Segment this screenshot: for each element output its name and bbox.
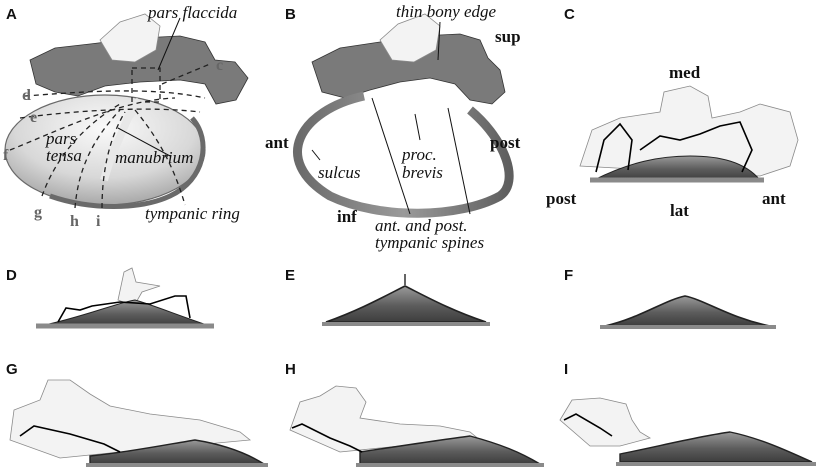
outline-c — [595, 121, 753, 173]
panel-label-e: E — [285, 267, 295, 284]
leader-sulcus — [311, 149, 321, 161]
section-line-tympanic — [134, 109, 186, 206]
tympanic-ring-b — [293, 91, 514, 218]
label-g: g — [34, 204, 42, 221]
label-inf: inf — [337, 207, 357, 226]
label-pars: pars — [45, 129, 77, 148]
panel-label-i: I — [564, 361, 568, 378]
panel-g: G — [6, 361, 268, 467]
label-c: c — [216, 57, 223, 74]
panel-label-h: H — [285, 361, 296, 378]
ossicle-light-a — [99, 13, 161, 63]
panel-label-d: D — [6, 267, 17, 284]
panel-f: F — [564, 267, 776, 329]
label-post-c: post — [546, 189, 577, 208]
tympanic-ring-a — [49, 116, 206, 209]
label-f: f — [3, 147, 9, 164]
ossicle-light-b — [379, 13, 441, 63]
ossicle-d — [117, 267, 161, 307]
panel-label-a: A — [6, 6, 17, 23]
label-h: h — [70, 213, 79, 230]
panel-a: A pars flaccida c d e f g h i pars tensa — [3, 3, 249, 230]
label-med: med — [669, 63, 701, 82]
outline-g — [19, 425, 121, 453]
label-lat: lat — [670, 201, 689, 220]
outline-d — [57, 295, 191, 323]
panel-label-b: B — [285, 6, 296, 23]
membrane-dome-h — [359, 435, 543, 465]
panel-h: H — [285, 361, 544, 467]
label-ant-b: ant — [265, 133, 289, 152]
membrane-dome-f — [604, 295, 771, 327]
leader-post-spine — [447, 107, 471, 215]
membrane-dome-i — [619, 431, 813, 463]
label-spines-line2: tympanic spines — [375, 233, 484, 252]
leader-pars-flaccida — [157, 17, 181, 71]
label-brevis: brevis — [402, 163, 443, 182]
label-ant-c: ant — [762, 189, 786, 208]
outline-i — [563, 413, 613, 437]
membrane-dome-d — [39, 299, 211, 327]
panel-b: B thin bony edge sup ant post inf sulcus… — [265, 2, 521, 252]
leader-manubrium — [117, 127, 171, 157]
tissue-i — [559, 397, 652, 447]
section-line-d — [24, 90, 206, 99]
membrane-dome-e — [325, 285, 487, 323]
label-e: e — [30, 109, 37, 126]
label-d: d — [22, 87, 31, 104]
leader-proc-brevis — [414, 113, 421, 141]
panel-label-c: C — [564, 6, 575, 23]
label-thin-bony-edge: thin bony edge — [396, 2, 497, 21]
label-tympanic-ring: tympanic ring — [145, 204, 240, 223]
label-post-b: post — [490, 133, 521, 152]
panel-d: D — [6, 267, 214, 329]
panel-label-g: G — [6, 361, 18, 378]
manubrium-structure — [100, 97, 144, 182]
panel-e: E — [285, 267, 490, 326]
label-pars-flaccida: pars flaccida — [147, 3, 237, 22]
tissue-c — [579, 85, 799, 177]
section-line-g — [41, 103, 121, 197]
panel-c: C med post lat ant — [546, 6, 799, 220]
label-sup: sup — [495, 27, 521, 46]
outline-h — [291, 423, 363, 453]
leader-thin-bony-edge — [437, 21, 441, 61]
membrane-dome-g — [89, 439, 267, 465]
label-tensa: tensa — [46, 146, 82, 165]
section-line-f — [9, 97, 176, 151]
label-sulcus: sulcus — [318, 163, 361, 182]
label-proc: proc. — [401, 145, 437, 164]
section-line-h — [74, 109, 121, 209]
panel-label-f: F — [564, 267, 573, 284]
label-i: i — [96, 213, 101, 230]
membrane-dome-c — [593, 155, 762, 181]
leader-ant-spine — [371, 97, 411, 215]
label-spines-line1: ant. and post. — [375, 216, 468, 235]
section-line-i — [101, 111, 126, 209]
panel-i: I — [559, 361, 816, 466]
label-manubrium: manubrium — [115, 148, 193, 167]
